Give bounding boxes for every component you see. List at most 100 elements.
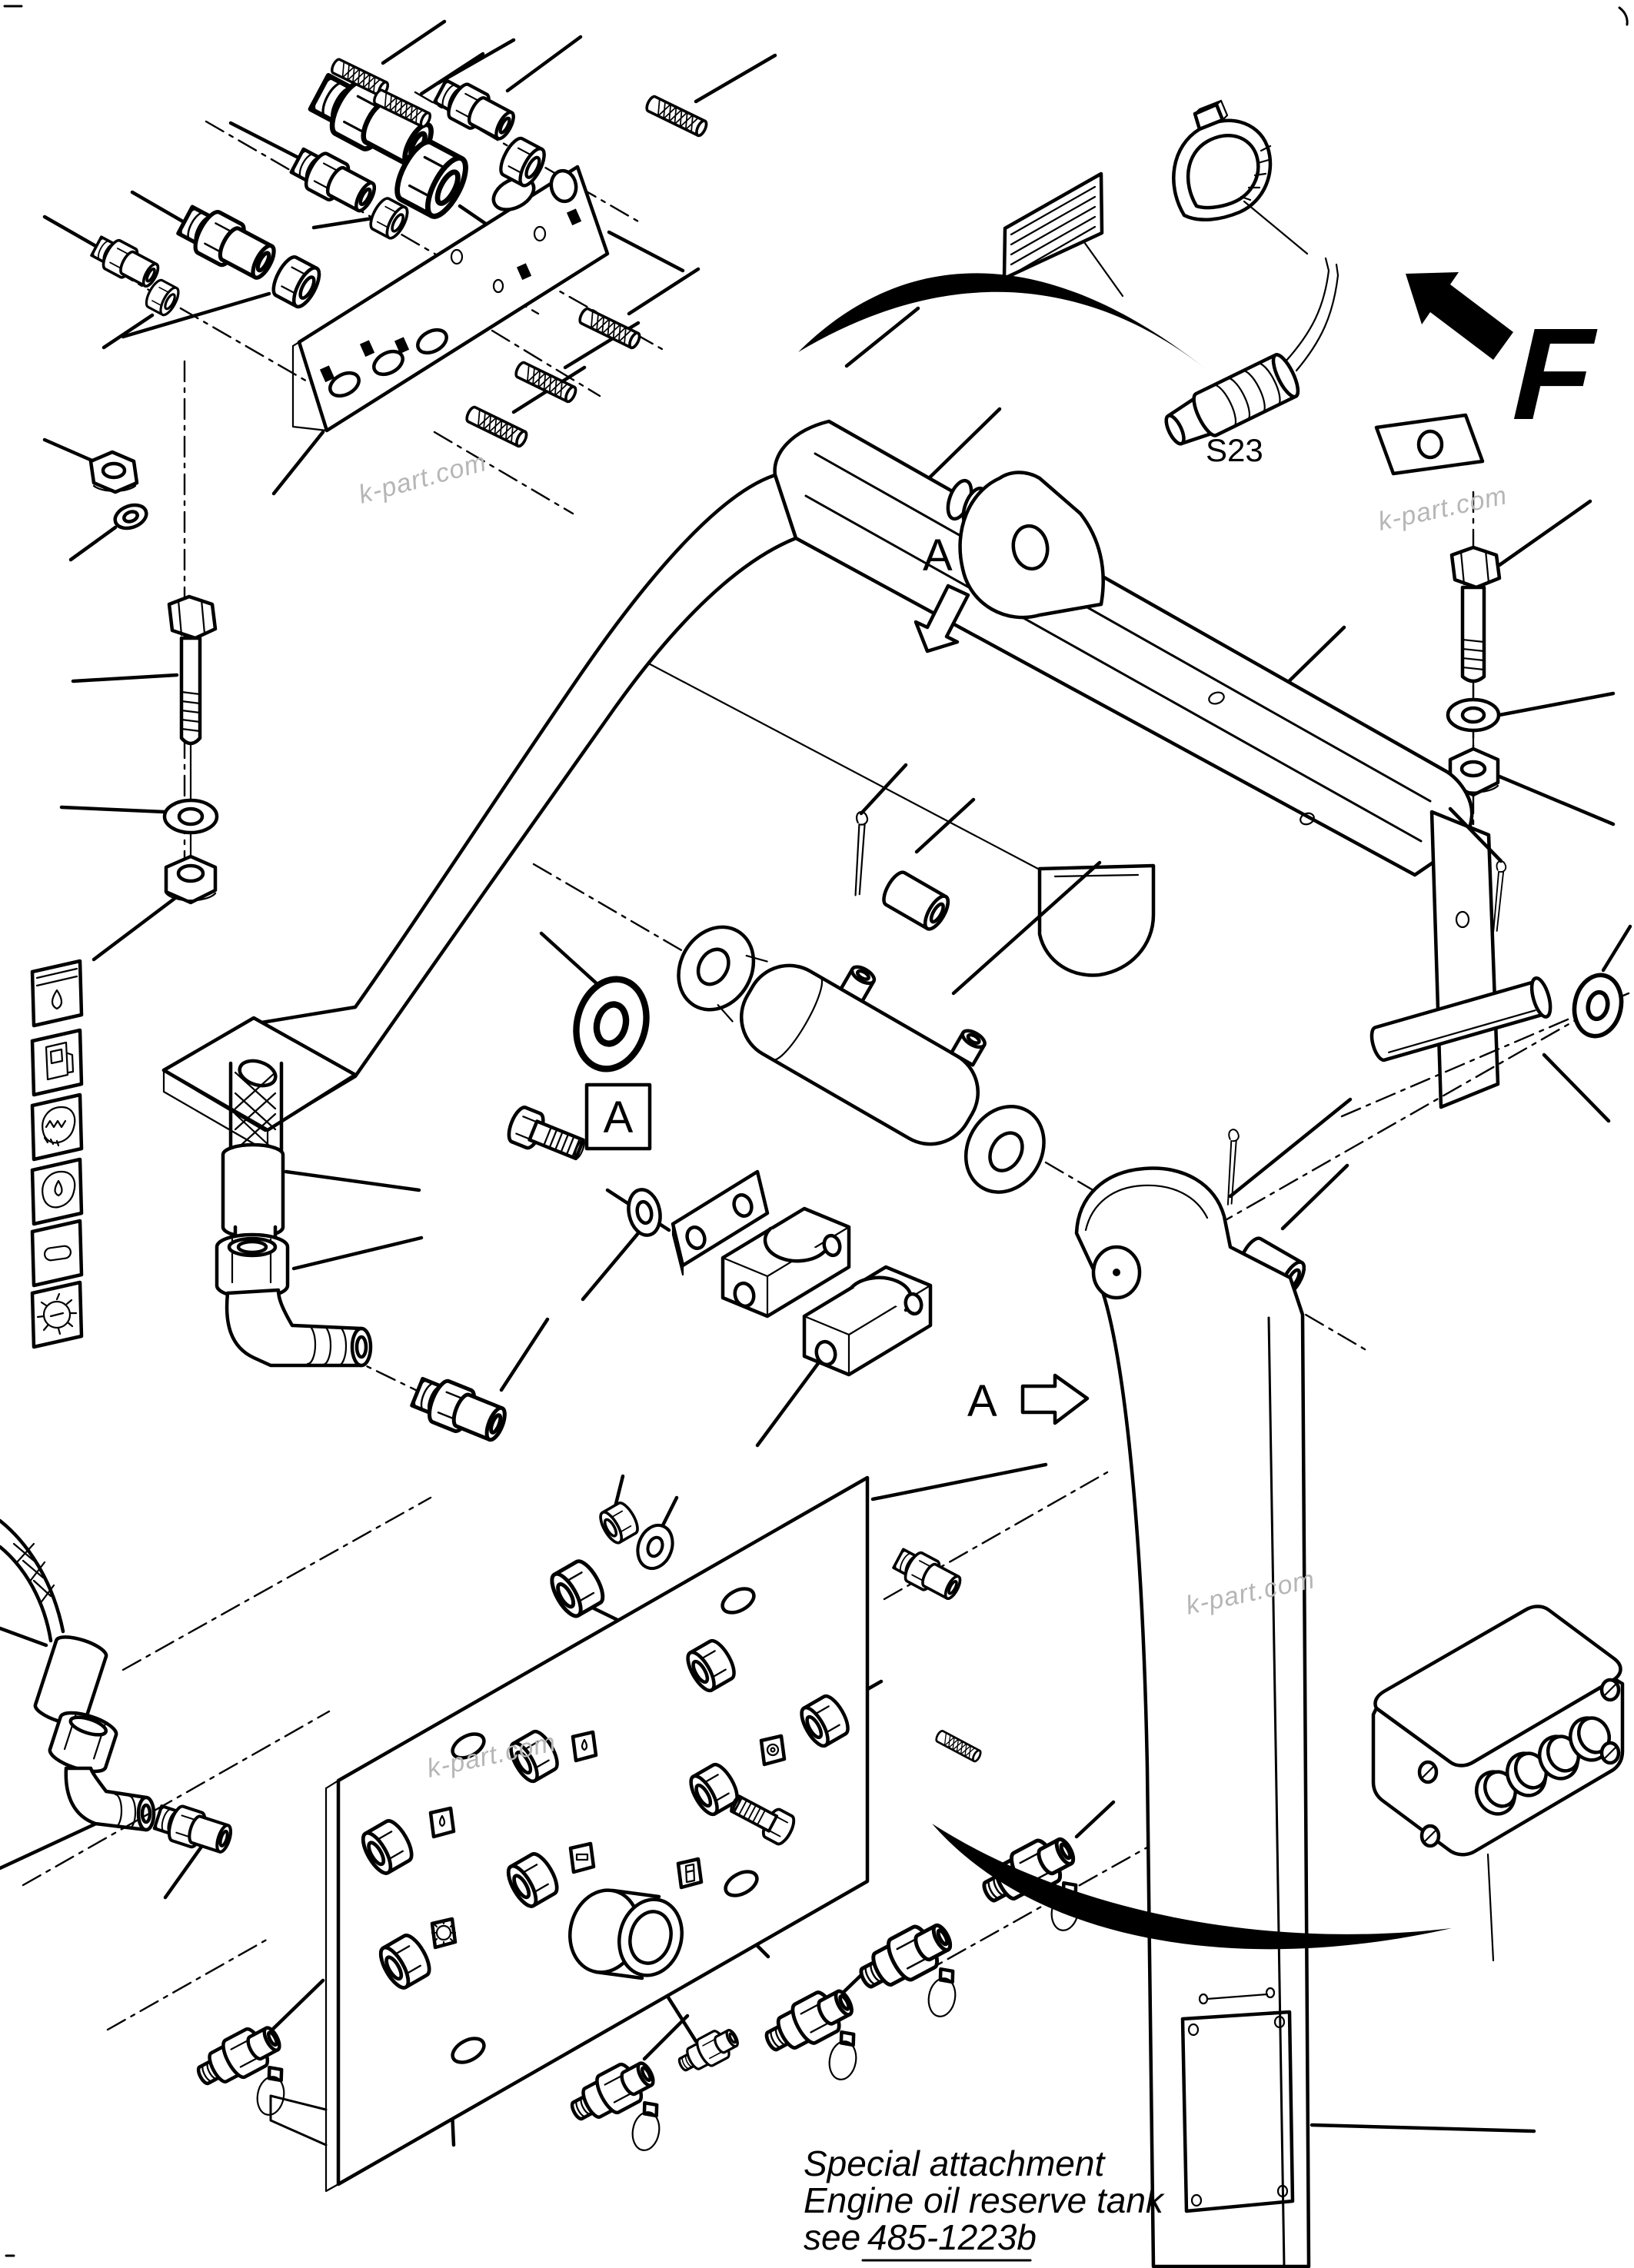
washer bbox=[627, 1188, 662, 1237]
hose-nut bbox=[215, 1232, 290, 1300]
curved-arrow-to-sensor bbox=[798, 273, 1209, 371]
detail-a-side-label: A bbox=[967, 1376, 997, 1426]
right-bolt-assembly bbox=[1446, 491, 1616, 836]
clamp-half bbox=[802, 1265, 933, 1377]
hydraulic-fitting bbox=[151, 1800, 235, 1857]
hex-nut-front bbox=[88, 450, 139, 494]
frame-j-flange bbox=[1037, 863, 1156, 977]
hose-nut bbox=[48, 1711, 118, 1774]
detail-a-boxed: A bbox=[584, 1082, 652, 1151]
bolt-shank bbox=[179, 636, 202, 746]
special-attachment-note: Special attachment Engine oil reserve ta… bbox=[804, 2143, 1165, 2262]
lined-decal-sticker bbox=[1002, 171, 1124, 298]
hose-assembly-lower bbox=[0, 1518, 235, 1900]
oil-drop-decal-icon bbox=[30, 1157, 84, 1226]
box-screws bbox=[1417, 1678, 1621, 1848]
hydraulic-fitting bbox=[174, 199, 281, 285]
dust-cap bbox=[926, 1968, 960, 2019]
hydraulic-fitting bbox=[431, 74, 519, 145]
washer bbox=[632, 1521, 678, 1574]
clamp-half bbox=[720, 1206, 851, 1319]
detail-a-top: A bbox=[914, 530, 970, 653]
panel-plate bbox=[336, 1475, 870, 2187]
note-line1: Special attachment bbox=[804, 2143, 1106, 2183]
threaded-stud bbox=[933, 1728, 983, 1764]
hydraulic-fitting bbox=[408, 1372, 511, 1447]
clamp-assembly bbox=[499, 1105, 933, 1448]
view-direction-label: F bbox=[1511, 301, 1599, 447]
page-marks bbox=[3, 5, 1629, 2257]
washer bbox=[162, 798, 219, 835]
frame-end-plate bbox=[1429, 810, 1500, 1109]
quick-coupler bbox=[759, 1981, 859, 2062]
leader-lines bbox=[42, 19, 777, 562]
box-front-face bbox=[1371, 1677, 1625, 1857]
down-arrow-icon bbox=[914, 584, 970, 653]
pivot-bushing bbox=[880, 869, 953, 933]
quick-coupler bbox=[672, 2022, 744, 2080]
note-line2: Engine oil reserve tank bbox=[804, 2180, 1165, 2220]
cable-tie bbox=[1172, 99, 1309, 255]
washer bbox=[1569, 971, 1626, 1041]
main-frame-weldment bbox=[161, 306, 1500, 1153]
cotter-pin bbox=[846, 811, 871, 896]
braided-hose bbox=[0, 1518, 65, 1643]
watermark: k-part.com bbox=[1376, 481, 1510, 537]
elbow-fitting bbox=[64, 1766, 156, 1832]
glow-plug-decal-icon bbox=[30, 1092, 84, 1162]
watermark: k-part.com bbox=[355, 447, 490, 510]
cotter-pin bbox=[1220, 1129, 1242, 1205]
curved-arrow-to-attachment bbox=[932, 1824, 1452, 1950]
gear-decal-icon bbox=[30, 1280, 84, 1349]
oil-label-decal-icon bbox=[30, 959, 84, 1028]
hydraulic-fitting bbox=[288, 143, 381, 218]
hose-ferrule bbox=[221, 1142, 285, 1251]
quick-coupler bbox=[853, 1915, 958, 2000]
large-ring-fitting bbox=[568, 1888, 684, 1980]
dust-cap bbox=[827, 2031, 860, 2082]
hydraulic-fitting bbox=[889, 1542, 967, 1605]
view-direction-arrow: F bbox=[1406, 272, 1599, 447]
hydraulic-cylinder-assembly bbox=[532, 763, 1632, 1353]
note-reference: 485-1223b bbox=[867, 2217, 1037, 2257]
threaded-stud bbox=[463, 404, 530, 449]
hex-nut-front bbox=[164, 854, 218, 905]
washer bbox=[1446, 697, 1501, 733]
dust-cap bbox=[630, 2102, 664, 2153]
hex-nut bbox=[595, 1498, 644, 1548]
quick-coupler bbox=[191, 2018, 286, 2095]
detail-a-boxed-label: A bbox=[604, 1092, 634, 1142]
braided-hose bbox=[228, 1061, 284, 1159]
quick-coupler bbox=[564, 2054, 660, 2130]
panel-decals bbox=[428, 1730, 787, 1950]
bolt-head bbox=[167, 594, 218, 640]
fitting-plate-cluster bbox=[42, 19, 777, 863]
fuel-pump-decal-icon bbox=[30, 1028, 84, 1097]
sensor-s23: S23 bbox=[1164, 257, 1339, 468]
clamp-plate bbox=[671, 1169, 770, 1276]
connector-panel bbox=[22, 1462, 1205, 2193]
hex-nut bbox=[268, 254, 324, 311]
view-arrow-icon bbox=[1406, 272, 1513, 360]
detail-a-top-label: A bbox=[923, 530, 953, 580]
decal-icon-column bbox=[30, 959, 84, 1349]
sensor-label: S23 bbox=[1206, 432, 1263, 468]
detail-a-side: A bbox=[967, 1373, 1090, 1426]
bracket-inner-plate bbox=[1180, 1987, 1295, 2213]
right-arrow-icon bbox=[1020, 1373, 1090, 1425]
bolt-shank bbox=[1460, 585, 1486, 683]
box-buttons bbox=[1474, 1716, 1612, 1816]
tall-bracket bbox=[1074, 1097, 1536, 2268]
hex-nut-front bbox=[1448, 747, 1500, 797]
plate-markers bbox=[319, 208, 582, 383]
hydraulic-fitting bbox=[87, 230, 165, 293]
mounting-plate bbox=[291, 165, 610, 433]
cylinder-port bbox=[950, 1029, 987, 1067]
left-bolt-assembly bbox=[59, 594, 219, 962]
washer bbox=[113, 503, 148, 530]
hose-assembly-upper bbox=[215, 1061, 511, 1447]
clamp-bolt bbox=[505, 1105, 590, 1168]
electrical-box bbox=[1371, 1605, 1625, 1962]
